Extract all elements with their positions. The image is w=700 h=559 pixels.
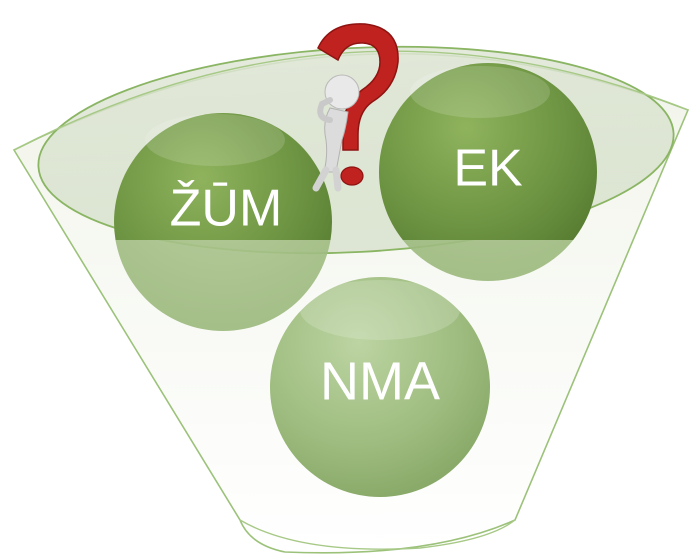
circle-zum: ŽŪM: [114, 113, 332, 331]
thinking-figure-icon: [312, 23, 399, 192]
circle-ek: EK: [379, 63, 597, 281]
circle-label-zum: ŽŪM: [170, 180, 283, 238]
circle-label-nma: NMA: [320, 351, 440, 411]
question-mark-icon: [317, 23, 399, 186]
circle-label-ek: EK: [453, 140, 523, 198]
circle-nma: NMA: [270, 277, 490, 497]
